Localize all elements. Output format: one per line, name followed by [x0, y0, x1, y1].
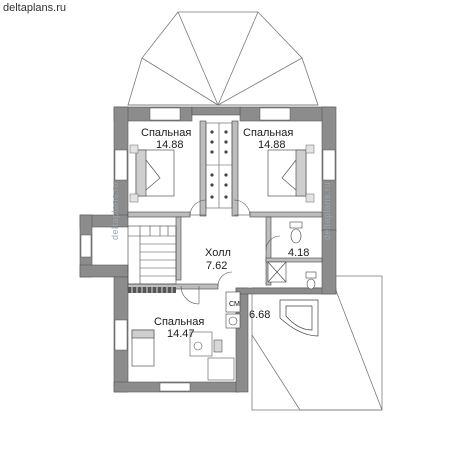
room-name-bedroom-ne: Спальная [243, 127, 293, 139]
site-watermark: deltaplans.ru [3, 2, 66, 14]
desk-southwest [189, 331, 213, 357]
room-area-bedroom-ne: 14.88 [258, 139, 286, 151]
shower-tray [267, 261, 287, 283]
interior-partitions [127, 120, 323, 290]
stair-railing-hatch [131, 287, 173, 293]
room-name-bedroom-sw: Спальная [154, 316, 204, 328]
door-swings [180, 199, 281, 305]
room-area-bedroom-sw: 14.47 [167, 328, 195, 340]
bed-northwest [135, 149, 175, 197]
wardrobes [205, 122, 233, 209]
toilet-large-bath [305, 271, 317, 290]
room-area-bathroom-large: 6.68 [249, 309, 270, 321]
roof-southeast [251, 275, 383, 411]
room-name-bedroom-nw: Спальная [141, 127, 191, 139]
windows [80, 107, 336, 392]
roof-bay-north [127, 11, 319, 106]
washer-label: СМ [229, 301, 240, 308]
room-name-hall: Холл [205, 247, 231, 259]
nightstands [129, 144, 315, 203]
room-area-hall: 7.62 [206, 260, 227, 272]
corner-bathtub [279, 299, 319, 337]
wardrobe-southwest [207, 357, 235, 381]
sink [225, 313, 241, 329]
bed-southwest [131, 329, 155, 367]
chair-southwest [213, 339, 223, 353]
vertical-watermark-right: deltaplans.ru [322, 182, 332, 240]
bed-northeast [267, 149, 307, 197]
wardrobe-hangers [210, 130, 228, 199]
staircase [127, 225, 177, 285]
room-area-bathroom-small: 4.18 [288, 247, 309, 259]
toilet-small-bath [289, 221, 303, 244]
vertical-watermark-left: deltaplans.ru [110, 182, 120, 240]
room-area-bedroom-nw: 14.88 [156, 139, 184, 151]
washing-machine [225, 291, 241, 313]
